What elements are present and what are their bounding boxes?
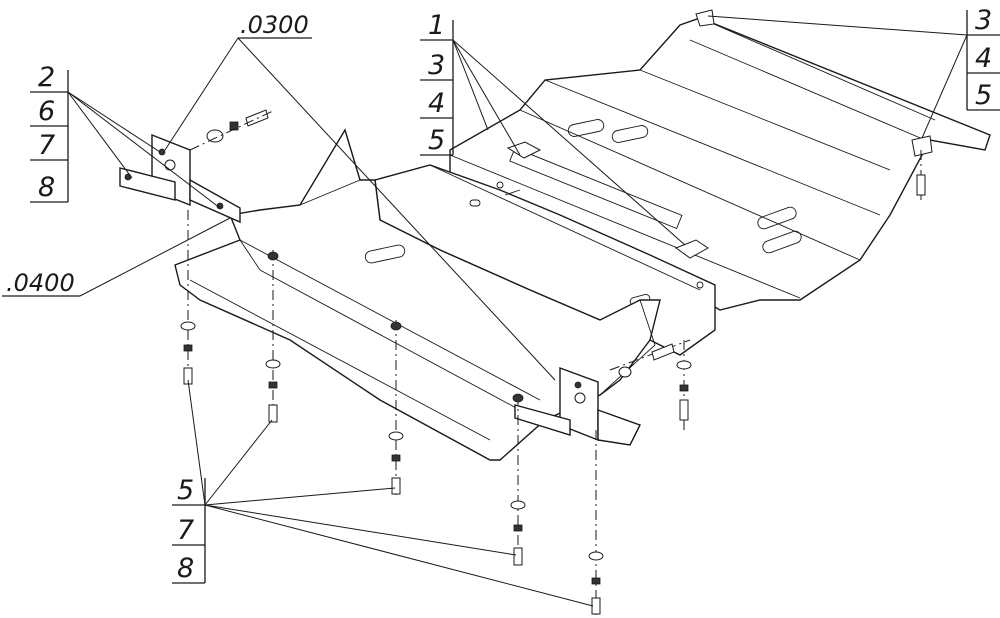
callout-label: 3 (975, 5, 992, 36)
callout-label: 8 (38, 172, 55, 203)
callout-label: 4 (428, 88, 445, 119)
callout-label: 4 (975, 43, 992, 74)
part-ref-0400: .0400 (6, 269, 75, 297)
callout-label: 5 (177, 475, 194, 506)
hardware-vertical-stacks (180, 150, 926, 615)
slot-holes-rear (567, 119, 802, 254)
front-skid-plate (174, 128, 661, 461)
callout-label: 7 (177, 515, 194, 546)
bracket-left (119, 133, 241, 224)
callout-label: 8 (177, 553, 194, 584)
callout-label: 3 (428, 50, 445, 81)
callout-group-upper-center: 1 3 4 5 (420, 10, 454, 156)
callout-label: 5 (975, 80, 992, 111)
callout-label: 2 (38, 62, 55, 93)
ref-0400: .0400 (2, 269, 80, 297)
hardware-upper (189, 109, 691, 378)
part-ref-0300: .0300 (240, 11, 309, 39)
callout-label: 6 (38, 96, 55, 127)
bracket-right (514, 366, 641, 446)
ref-0300: .0300 (238, 11, 312, 39)
callout-group-upper-left: 2 6 7 8 (30, 62, 69, 203)
callout-group-upper-right: 3 4 5 (966, 5, 1000, 111)
leader-lines (67, 15, 968, 607)
callout-group-lower-left: 5 7 8 (172, 475, 206, 584)
callout-label: 7 (38, 130, 55, 161)
callout-label: 1 (428, 10, 445, 41)
callout-label: 5 (428, 125, 445, 156)
